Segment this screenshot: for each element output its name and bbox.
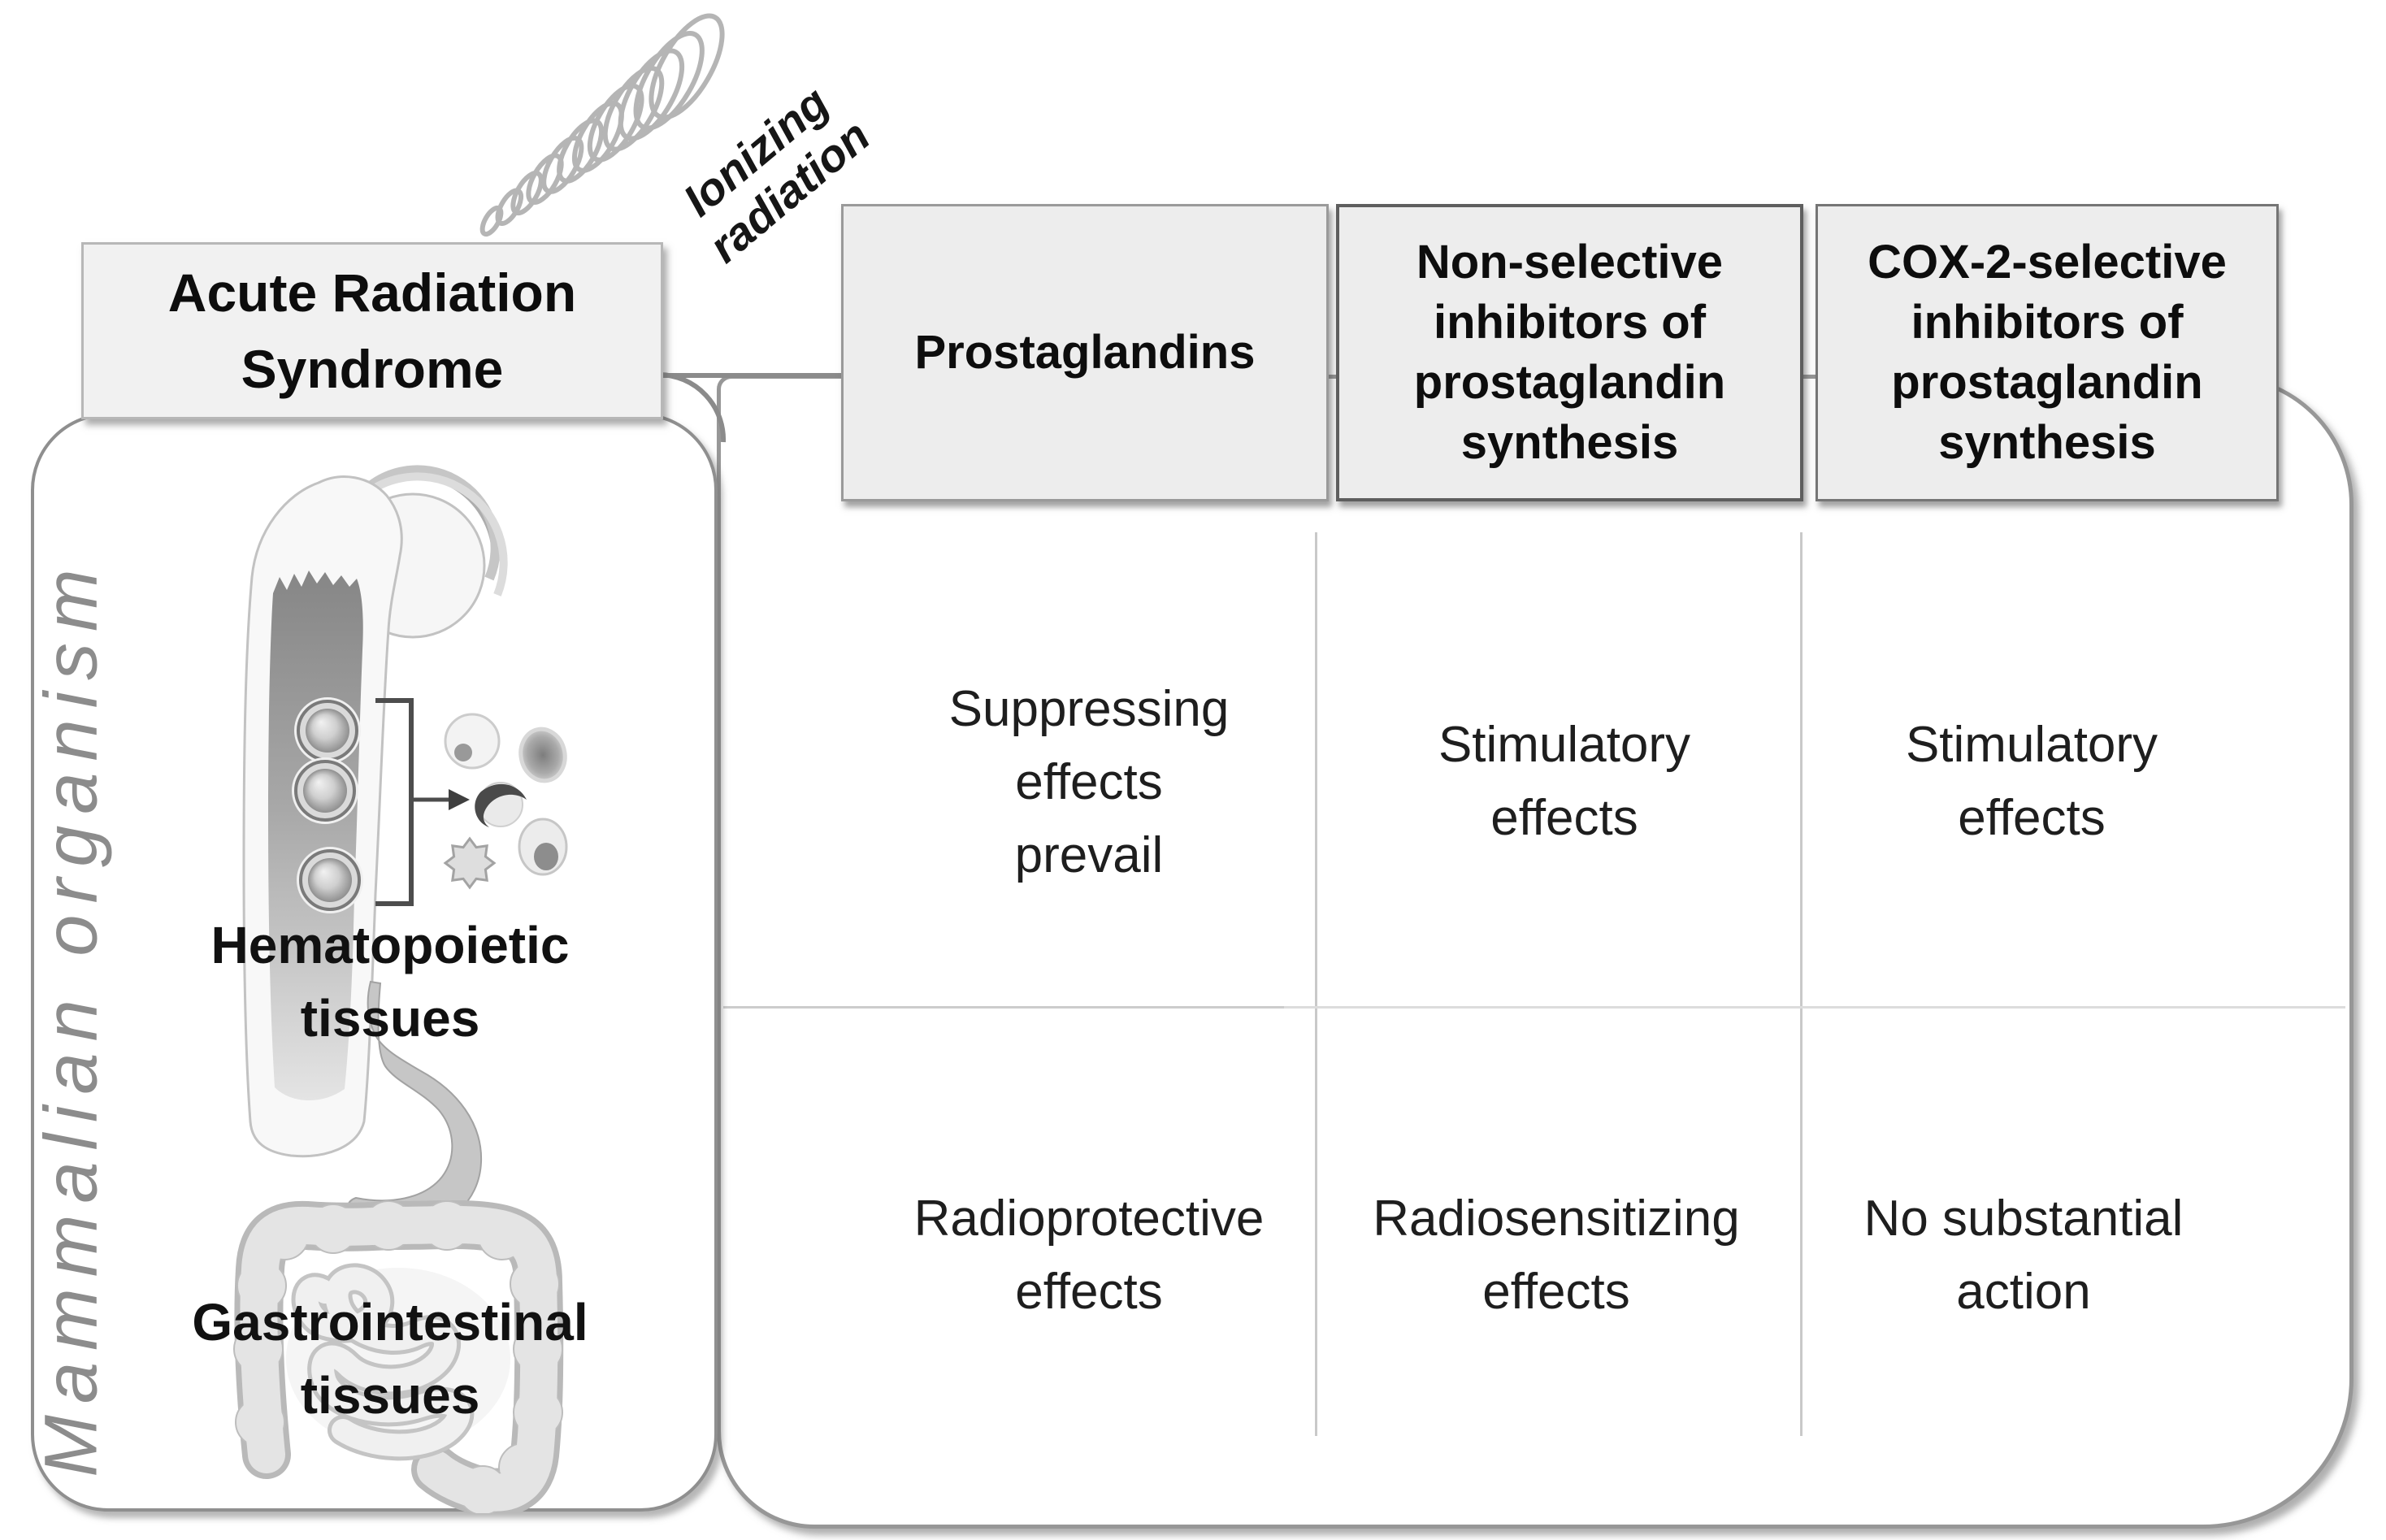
panel-corner-fillet — [659, 372, 727, 443]
bracket — [375, 698, 414, 906]
row-divider-left-segment — [723, 1006, 1284, 1009]
marrow-stem-cells — [292, 697, 363, 913]
row-label-hematopoietic: Hematopoietic tissues — [210, 916, 570, 1048]
organism-label: Mammalian organism — [29, 557, 113, 1477]
column-header-prostaglandins: Prostaglandins — [841, 204, 1329, 501]
cell-gastrointestinal-nonselective: Radiosensitizing effects — [1373, 1191, 1740, 1320]
gastrointestinal-tract-illustration — [233, 980, 564, 1513]
row-divider — [723, 1006, 2345, 1009]
cell-hematopoietic-nonselective: Stimulatory effects — [1438, 717, 1691, 846]
cell-gastrointestinal-prostaglandins: Radioprotective effects — [913, 1191, 1265, 1320]
cell-hematopoietic-cox2: Stimulatory effects — [1905, 717, 2158, 846]
syndrome-title-box: Acute Radiation Syndrome — [81, 242, 663, 419]
blood-cells-illustration — [443, 713, 568, 890]
connector-line — [658, 373, 870, 378]
colon-frame — [233, 1200, 564, 1513]
small-intestine-coils — [286, 1263, 510, 1461]
ionizing-radiation-coil-icon — [479, 13, 725, 237]
bone-marrow-illustration — [242, 465, 568, 1158]
row-label-gastrointestinal: Gastrointestinal tissues — [192, 1293, 588, 1425]
table-panel — [717, 375, 2353, 1529]
column-divider-2 — [1800, 532, 1803, 1436]
column-header-cox2-inhibitors: COX-2-selective inhibitors of prostaglan… — [1816, 204, 2279, 501]
column-divider-1 — [1315, 532, 1317, 1436]
column-header-nonselective-inhibitors: Non-selective inhibitors of prostaglandi… — [1336, 204, 1803, 501]
arrow-icon — [411, 789, 470, 810]
cell-hematopoietic-prostaglandins: Suppressing effects prevail — [948, 681, 1230, 883]
cell-gastrointestinal-cox2: No substantial action — [1863, 1191, 2184, 1320]
